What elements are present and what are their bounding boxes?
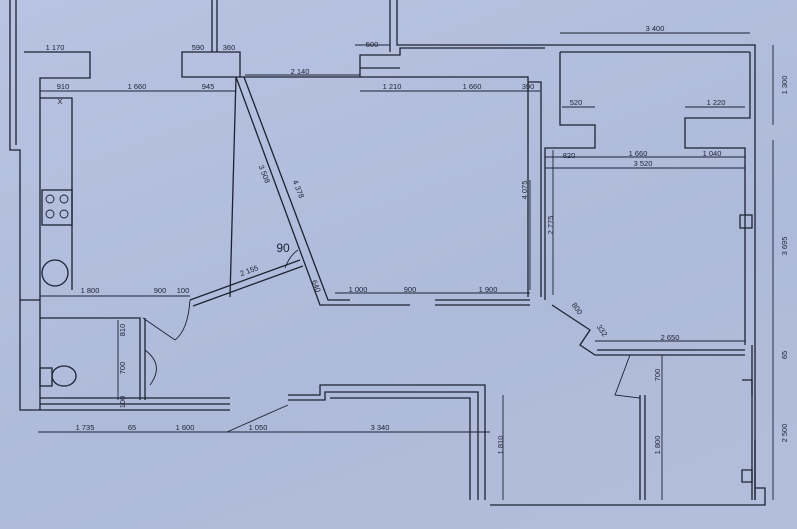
dim-label: 1 300 — [780, 76, 789, 95]
dim-label: 945 — [202, 82, 215, 91]
dim-label: 390 — [522, 82, 535, 91]
dim-label: 800 — [570, 301, 585, 316]
angle-label: 90 — [276, 241, 290, 255]
dim-label: 4 075 — [520, 181, 529, 200]
dim-label: 1 660 — [463, 82, 482, 91]
dim-label: 900 — [154, 286, 167, 295]
dim-label: 2 650 — [661, 333, 680, 342]
sink-mark: X — [57, 97, 62, 106]
dim-label: 100 — [177, 286, 190, 295]
dim-label: 590 — [192, 43, 205, 52]
dim-label: 3 340 — [371, 423, 390, 432]
dim-label: 1 600 — [176, 423, 195, 432]
dim-label: 1 170 — [46, 43, 65, 52]
dim-label: 3 400 — [646, 24, 665, 33]
dim-label: 810 — [118, 324, 127, 337]
dim-label: 640 — [310, 279, 323, 294]
stove — [41, 189, 73, 226]
dim-label: 910 — [57, 82, 70, 91]
washing-machine — [41, 259, 69, 287]
dim-label: 1 735 — [76, 423, 95, 432]
dim-label: 900 — [404, 285, 417, 294]
dim-label: 2 775 — [546, 216, 555, 235]
dim-label: 820 — [563, 151, 576, 160]
dim-label: 520 — [570, 98, 583, 107]
dim-label: 2 140 — [291, 67, 310, 76]
dim-label: 1 900 — [479, 285, 498, 294]
dim-label: 700 — [653, 369, 662, 382]
dim-label: 1 660 — [629, 149, 648, 158]
dim-label: 360 — [223, 43, 236, 52]
dim-label: 1 800 — [81, 286, 100, 295]
dim-label: 1 050 — [249, 423, 268, 432]
dim-label: 500 — [366, 40, 379, 49]
kitchen-fixtures — [39, 189, 641, 399]
dim-label: 100 — [118, 396, 127, 409]
dim-label: 1 660 — [128, 82, 147, 91]
dim-label: 3 695 — [780, 237, 789, 256]
dim-label: 1 040 — [703, 149, 722, 158]
walls — [9, 0, 766, 506]
dimension-labels: 1 170 590 360 500 3 400 2 140 910 1 660 … — [46, 24, 789, 454]
dim-label: 65 — [780, 351, 789, 359]
dim-label: 1 220 — [707, 98, 726, 107]
dim-label: 3 520 — [634, 159, 653, 168]
dim-label: 65 — [128, 423, 136, 432]
toilet — [51, 365, 77, 387]
dim-label: 2 500 — [780, 424, 789, 443]
dimension-lines — [24, 32, 774, 500]
dim-label: 4 378 — [291, 179, 306, 200]
dim-label: 1 800 — [653, 436, 662, 455]
dim-label: 1 210 — [383, 82, 402, 91]
dim-label: 1 810 — [496, 436, 505, 455]
dim-label: 332 — [595, 323, 610, 338]
dim-label: 700 — [118, 362, 127, 375]
dim-label: 1 000 — [349, 285, 368, 294]
